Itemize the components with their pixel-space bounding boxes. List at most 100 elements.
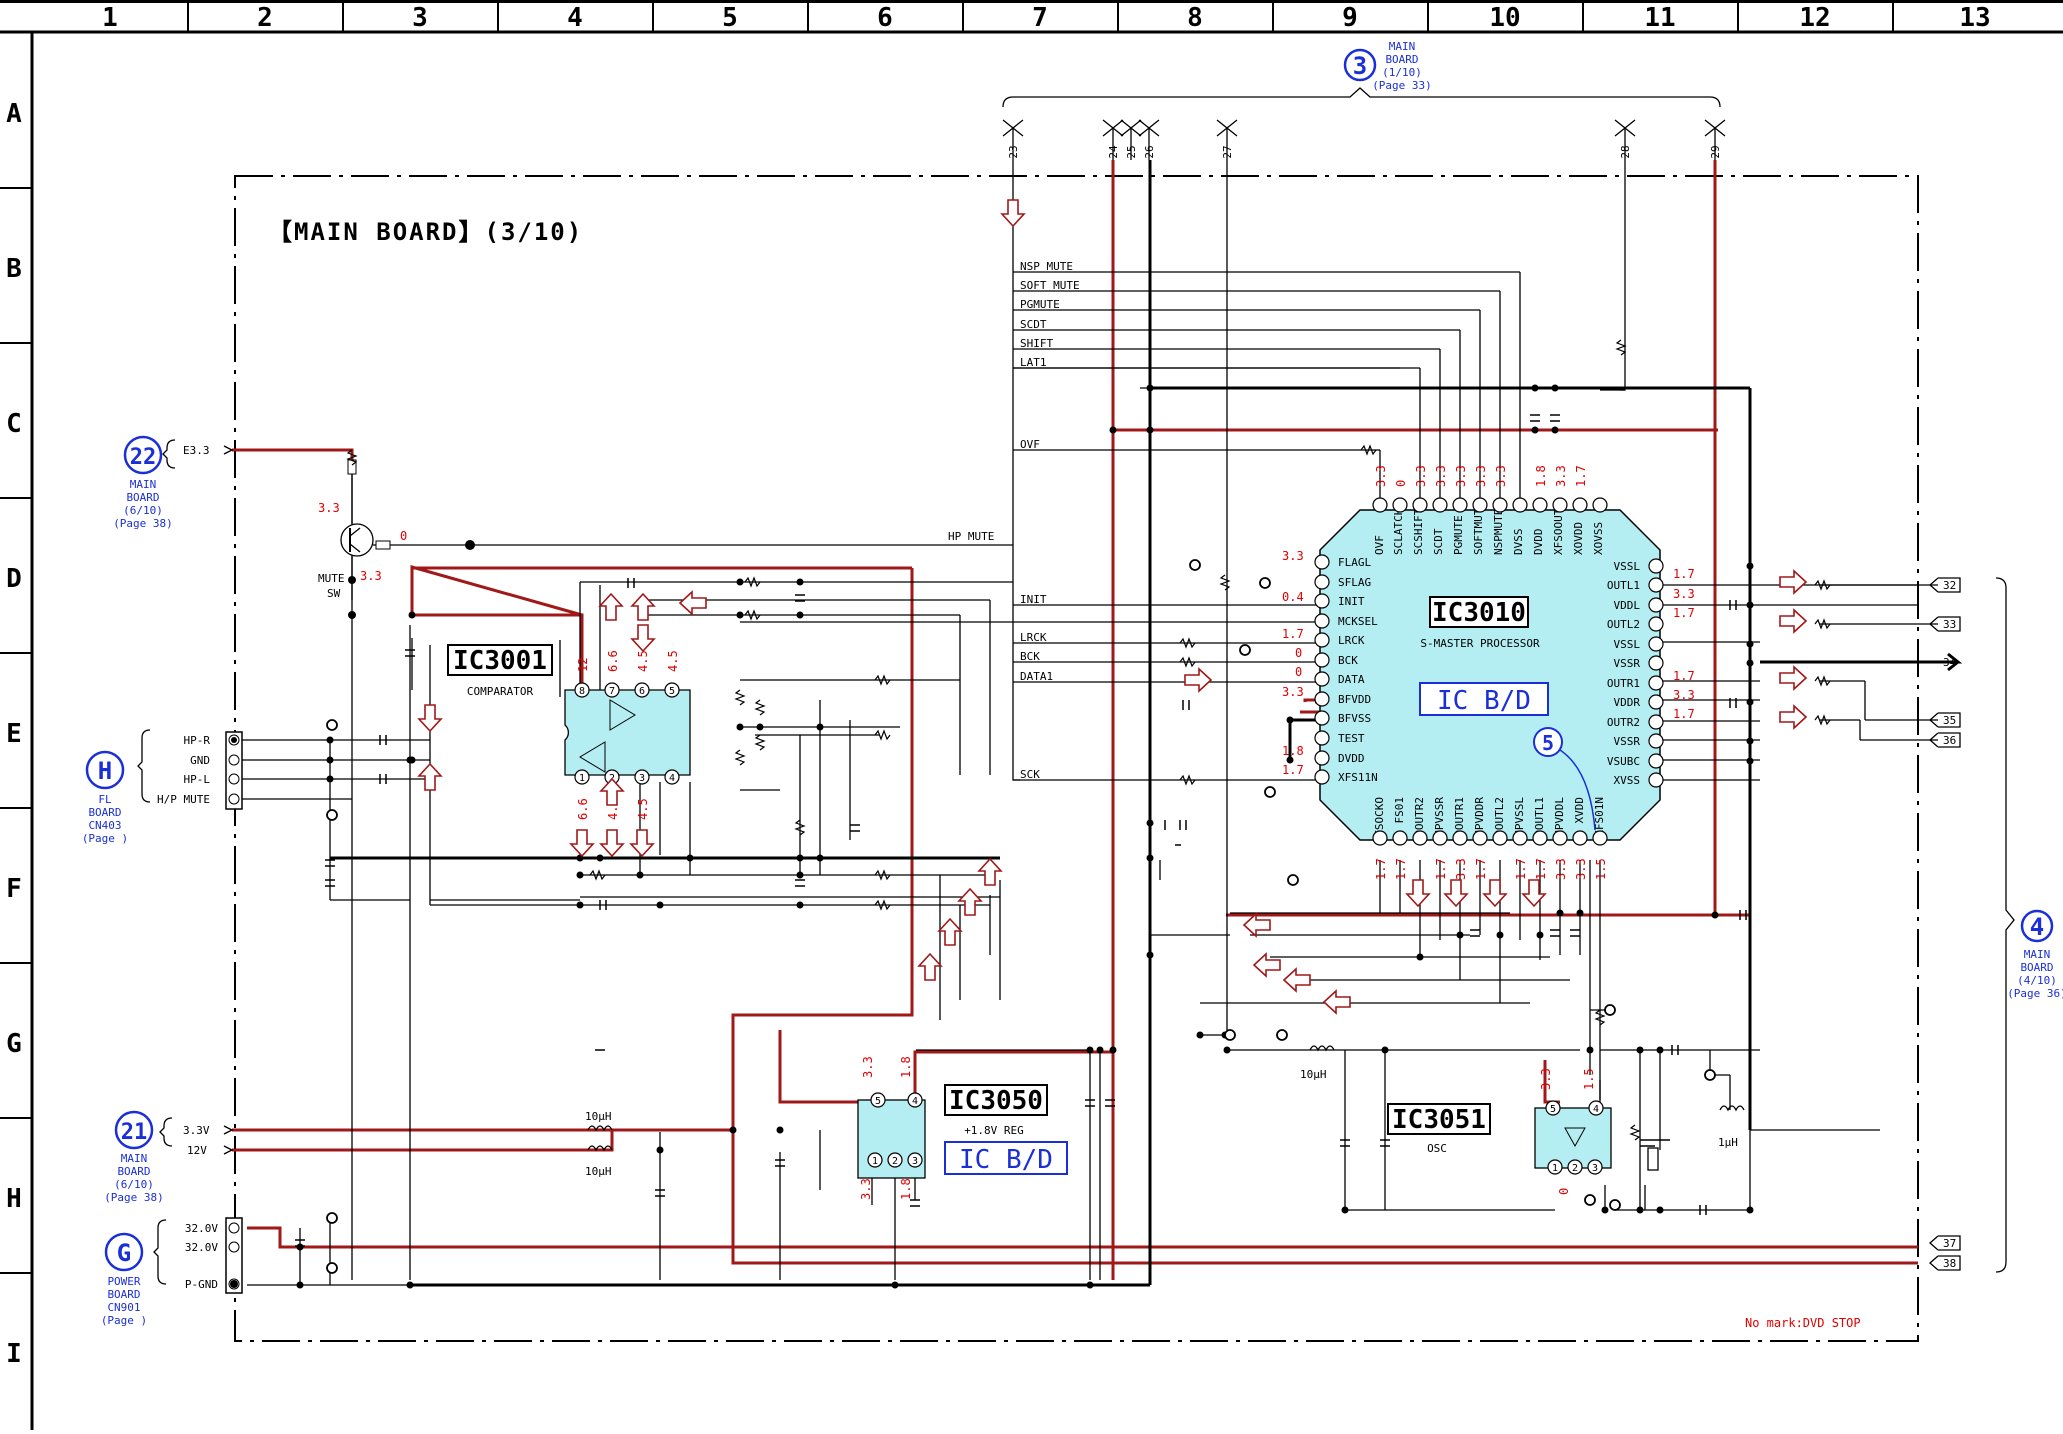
svg-text:3.3: 3.3 xyxy=(859,1178,873,1200)
svg-text:LRCK: LRCK xyxy=(1020,631,1047,644)
svg-text:SOFTMUTE: SOFTMUTE xyxy=(1472,502,1485,555)
svg-text:LRCK: LRCK xyxy=(1338,634,1365,647)
svg-text:XFS11N: XFS11N xyxy=(1338,771,1378,784)
pin-23: 23 xyxy=(1007,145,1020,158)
ic3010-right-pins: VSSL OUTL1 VDDL OUTL2 VSSL VSSR OUTR1 VD… xyxy=(1607,560,1640,787)
ic3051-ref: IC3051 xyxy=(1392,1105,1486,1135)
svg-text:21: 21 xyxy=(121,1120,148,1145)
inductor-l4-value: 1µH xyxy=(1718,1136,1738,1149)
svg-text:H: H xyxy=(98,757,112,785)
svg-text:3.3: 3.3 xyxy=(360,569,382,583)
ic3010-ref: IC3010 xyxy=(1432,598,1526,628)
svg-text:3.3: 3.3 xyxy=(1414,465,1428,487)
svg-text:SCK: SCK xyxy=(1020,768,1040,781)
pin-34: 34 xyxy=(1943,656,1957,669)
signal-labels: NSP MUTE SOFT MUTE PGMUTE SCDT SHIFT LAT… xyxy=(948,260,1080,781)
grid-row-g: G xyxy=(6,1029,22,1059)
svg-text:(1/10): (1/10) xyxy=(1382,66,1422,79)
svg-text:OVF: OVF xyxy=(1373,535,1386,555)
svg-text:4.5: 4.5 xyxy=(666,650,680,672)
ic3050-ref: IC3050 xyxy=(949,1086,1043,1116)
svg-text:1.8: 1.8 xyxy=(899,1178,913,1200)
connector-power-board[interactable]: G POWER BOARD CN901 (Page ) 32.0V 32.0V … xyxy=(101,1217,243,1327)
connector-fl-board[interactable]: H FL BOARD CN403 (Page ) HP-R GND HP-L H… xyxy=(82,729,243,845)
ic3010-voltages: 3.3 0 3.3 3.3 3.3 3.3 3.3 1.8 3.3 1.7 3.… xyxy=(1282,465,1695,880)
svg-text:XOVDD: XOVDD xyxy=(1572,522,1585,555)
ic3010[interactable]: IC3010 S-MASTER PROCESSOR IC B/D xyxy=(1319,509,1661,841)
grid-col-4: 4 xyxy=(567,3,583,33)
svg-text:FLAGL: FLAGL xyxy=(1338,556,1371,569)
grid-row-b: B xyxy=(6,254,22,284)
grid-col-12: 12 xyxy=(1799,3,1830,33)
grid-row-d: D xyxy=(6,564,22,594)
svg-text:5: 5 xyxy=(875,1096,881,1107)
svg-text:SCDT: SCDT xyxy=(1020,318,1047,331)
connector-main-board-6-10-supply[interactable]: 21 MAIN BOARD (6/10) (Page 38) 3.3V 12V xyxy=(104,1110,234,1204)
svg-text:PGMUTE: PGMUTE xyxy=(1452,515,1465,555)
pin-38: 38 xyxy=(1943,1257,1956,1270)
pin-33: 33 xyxy=(1943,618,1956,631)
svg-text:CN901: CN901 xyxy=(107,1301,140,1314)
svg-text:OUTR2: OUTR2 xyxy=(1607,716,1640,729)
connector-main-board-1-10[interactable]: 3 MAIN BOARD (1/10) (Page 33) xyxy=(1002,40,1721,108)
svg-text:VDDL: VDDL xyxy=(1614,599,1641,612)
svg-text:1: 1 xyxy=(579,773,585,784)
svg-text:3.3: 3.3 xyxy=(1554,858,1568,880)
svg-text:SCSHIFT: SCSHIFT xyxy=(1412,508,1425,555)
svg-text:FSOCKO: FSOCKO xyxy=(1373,797,1386,837)
svg-text:FL: FL xyxy=(98,793,112,806)
connector-main-board-6-10-e33[interactable]: 22 MAIN BOARD (6/10) (Page 38) E3.3 xyxy=(113,435,234,530)
svg-text:BFVSS: BFVSS xyxy=(1338,712,1371,725)
svg-text:12V: 12V xyxy=(187,1144,207,1157)
svg-text:(Page 36): (Page 36) xyxy=(2007,987,2063,1000)
grid-row-e: E xyxy=(6,719,22,749)
grid-col-5: 5 xyxy=(722,3,738,33)
pin-36: 36 xyxy=(1943,734,1956,747)
svg-text:INIT: INIT xyxy=(1020,593,1047,606)
svg-text:1.8: 1.8 xyxy=(1282,744,1304,758)
junctions xyxy=(296,384,1754,1289)
svg-text:3.3: 3.3 xyxy=(1539,1068,1553,1090)
svg-text:4: 4 xyxy=(912,1096,918,1107)
svg-text:MAIN: MAIN xyxy=(2024,948,2051,961)
svg-text:0: 0 xyxy=(1295,646,1302,660)
pin-25: 25 xyxy=(1125,145,1138,158)
svg-text:1: 1 xyxy=(1552,1163,1558,1174)
grid-col-8: 8 xyxy=(1187,3,1203,33)
grid-col-6: 6 xyxy=(877,3,893,33)
svg-text:3.3: 3.3 xyxy=(1673,688,1695,702)
grid-col-3: 3 xyxy=(412,3,428,33)
svg-text:1.7: 1.7 xyxy=(1673,567,1695,581)
svg-text:VSSL: VSSL xyxy=(1614,560,1641,573)
svg-text:DVDD: DVDD xyxy=(1338,752,1365,765)
ic3010-left-pin-circles xyxy=(1314,554,1330,785)
svg-text:DATA: DATA xyxy=(1338,673,1365,686)
svg-text:1.7: 1.7 xyxy=(1282,763,1304,777)
svg-text:NSPMUTE: NSPMUTE xyxy=(1492,509,1505,555)
svg-text:5: 5 xyxy=(1542,731,1554,755)
svg-text:MAIN: MAIN xyxy=(130,478,157,491)
svg-text:(Page ): (Page ) xyxy=(82,832,128,845)
svg-text:8: 8 xyxy=(579,686,585,697)
svg-text:1.5: 1.5 xyxy=(1582,1068,1596,1090)
connector-main-board-4-10[interactable]: 4 MAIN BOARD (4/10) (Page 36) xyxy=(2007,909,2063,1000)
svg-text:DATA1: DATA1 xyxy=(1020,670,1053,683)
svg-text:1.8: 1.8 xyxy=(1534,465,1548,487)
svg-text:PGMUTE: PGMUTE xyxy=(1020,298,1060,311)
grid-row-c: C xyxy=(6,409,22,439)
svg-text:7: 7 xyxy=(609,686,615,697)
svg-text:BOARD: BOARD xyxy=(126,491,159,504)
svg-text:1.7: 1.7 xyxy=(1474,858,1488,880)
svg-text:BCK: BCK xyxy=(1338,654,1358,667)
top-connector-pins: 23 24 25 26 27 28 29 xyxy=(1002,119,1726,160)
svg-text:OUTL2: OUTL2 xyxy=(1607,618,1640,631)
svg-text:P-GND: P-GND xyxy=(185,1278,218,1291)
svg-text:POWER: POWER xyxy=(107,1275,140,1288)
power-nets xyxy=(232,160,1918,1280)
svg-text:1.7: 1.7 xyxy=(1574,465,1588,487)
board-outline xyxy=(234,175,1919,1342)
